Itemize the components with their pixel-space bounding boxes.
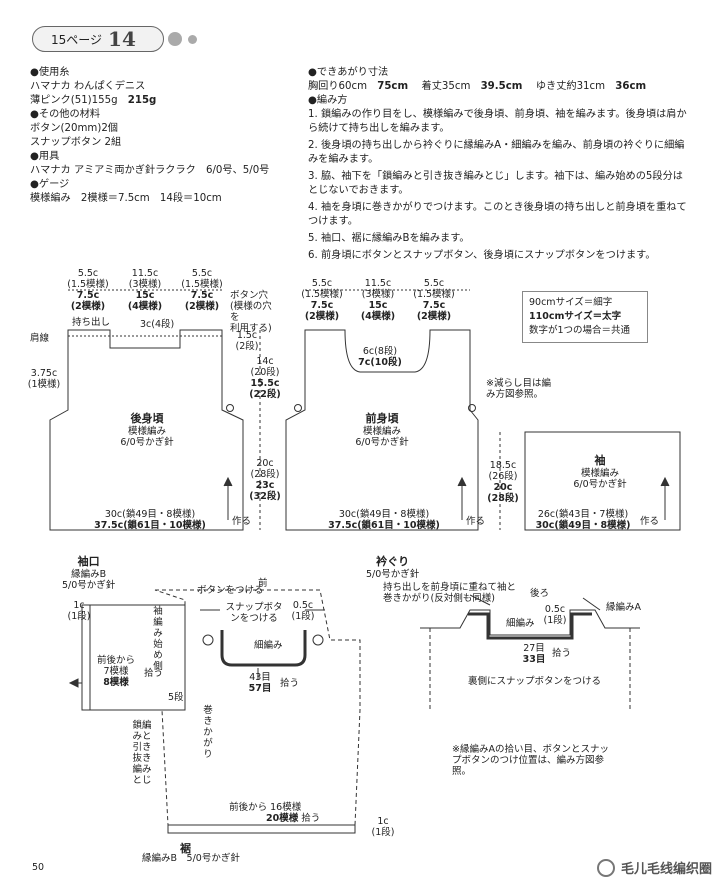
other-item-1: ボタン(20mm)2個	[30, 123, 118, 134]
back-collar-width: 0.5c(1段)	[543, 604, 567, 626]
overlap-note: 持ち出しを前身頃に重ねて袖と巻きかがり(反対側も同様)	[383, 582, 517, 604]
back-bottom-width: 30c(鎖49目・8模様)37.5c(鎖61目・10模様)	[94, 509, 206, 531]
back-hosoami-label: 細編み	[506, 618, 535, 629]
hem-width: 1c(1段)	[371, 816, 395, 838]
gauge-heading: ●ゲージ	[30, 179, 70, 190]
front-neck-depth: 6c(8段)7c(10段)	[358, 346, 402, 368]
other-heading: ●その他の材料	[30, 109, 101, 120]
cuff-pick-verb: 拾う	[144, 668, 164, 679]
page-header-pill: 15ページ 14	[32, 26, 164, 52]
snap-attach-label: スナップボタンをつける	[225, 602, 283, 624]
sleeve-height: 18.5c(26段)20c(28段)	[487, 460, 519, 504]
front-body-outline	[285, 329, 479, 531]
back-body-label: 後身頃 模様編み 6/0号かぎ針	[120, 412, 174, 448]
brand-name: 毛儿毛线编织圈	[620, 862, 712, 877]
front-center-width: 11.5c(3模様)15c(4模様)	[360, 278, 396, 322]
gauge-value: 模様編み 2模様＝7.5cm 14段＝10cm	[30, 193, 222, 204]
back-start-label: 作る	[232, 516, 252, 527]
page-label: 15ページ	[51, 32, 103, 47]
back-neck-depth: 3c(4段)	[140, 319, 175, 330]
collar-title-block: 衿ぐり 5/0号かぎ針	[366, 555, 420, 580]
hem-body-outline	[154, 589, 361, 826]
button-attach-label: ボタンをつける	[197, 585, 264, 596]
step-4: 4. 袖を身頃に巻きかがりでつけます。このとき後身頃の持ち出しと前身頃を重ねてつ…	[308, 202, 687, 227]
back-collar-pick-verb: 拾う	[552, 648, 572, 659]
front-collar-pick-verb: 拾う	[280, 678, 300, 689]
tool-heading: ●用具	[30, 151, 60, 162]
yarn-amount: 薄ピンク(51)155g 215g	[30, 95, 157, 106]
back-left-width: 5.5c(1.5模様)7.5c(2模様)	[67, 268, 109, 312]
step-2: 2. 後身頃の持ち出しから衿ぐりに縁編みA・細編みを編み、前身頃の衿ぐりに細編み…	[308, 140, 685, 165]
dim-armhole: 14c(20段)15.5c(22段)	[249, 356, 281, 400]
cuff-width: 1c(1段)	[67, 600, 91, 622]
finished-heading: ●できあがり寸法	[308, 67, 389, 78]
step-1: 1. 鎖編みの作り目をし、模様編みで後身頃、前身頃、袖を編みます。後身頃は肩から…	[308, 109, 687, 134]
hem-title: 裾	[180, 842, 191, 855]
front-bottom-width: 30c(鎖49目・8模様)37.5c(鎖61目・10模様)	[328, 509, 440, 531]
front-right-width: 5.5c(1.5模様)7.5c(2模様)	[413, 278, 455, 322]
front-left-width: 5.5c(1.5模様)7.5c(2模様)	[301, 278, 343, 322]
inner-snap-note: 裏側にスナップボタンをつける	[468, 676, 602, 687]
cuff-start-note: 袖編み始め側	[153, 606, 163, 672]
finished-values: 胸回り60cm 75cm 着丈35cm 39.5cm ゆき丈約31cm 36cm	[308, 81, 647, 92]
back-center-width: 11.5c(3模様)15c(4模様)	[127, 268, 163, 312]
toji-label: 鎖編みと引き抜き編みとじ	[132, 720, 152, 786]
brand-watermark: 毛儿毛线编织圈	[596, 858, 712, 877]
cuff-five-rows: 5段	[168, 692, 184, 703]
decrease-note: ※減らし目は編み方図参照。	[486, 378, 551, 400]
back-side-step: 3.75c(1模様)	[27, 368, 61, 390]
hem-band	[167, 824, 356, 834]
sleeve-label: 袖 模様編み 6/0号かぎ針	[573, 454, 627, 490]
back-right-width: 5.5c(1.5模様)7.5c(2模様)	[181, 268, 223, 312]
front-collar-band	[220, 630, 307, 667]
header-dot-large	[168, 32, 182, 46]
sleeve-bottom-width: 26c(鎖43目・7模様)30c(鎖49目・8模様)	[535, 509, 631, 531]
steps-list: 1. 鎖編みの作り目をし、模様編みで後身頃、前身頃、袖を編みます。後身頃は肩から…	[308, 108, 690, 266]
yarn-heading: ●使用糸	[30, 67, 70, 78]
yarn-name: ハマナカ わんぱくデニス	[30, 81, 146, 92]
front-collar-width: 0.5c(1段)	[291, 600, 315, 622]
dim-side: 20c(28段)23c(32段)	[249, 458, 281, 502]
shoulder-line-label: 肩線	[30, 333, 50, 344]
materials-block: ●使用糸 ハマナカ わんぱくデニス 薄ピンク(51)155g 215g ●その他…	[30, 66, 269, 206]
hem-sub: 縁編みB 5/0号かぎ針	[142, 853, 240, 864]
method-heading: ●編み方	[308, 95, 348, 106]
sleeve-start-label: 作る	[640, 516, 660, 527]
mochidashi-label: 持ち出し	[72, 317, 111, 328]
page-number: 50	[32, 862, 45, 873]
other-item-2: スナップボタン 2組	[30, 137, 122, 148]
step-6: 6. 前身頃にボタンとスナップボタン、後身頃にスナップボタンをつけます。	[308, 250, 656, 261]
brand-logo-icon	[596, 858, 615, 877]
cuff-title-block: 袖口 縁編みB 5/0号かぎ針	[62, 555, 116, 591]
button-hole-note: ボタン穴 (模様の穴を 利用する)	[230, 290, 272, 334]
pattern-number: 14	[108, 27, 136, 51]
front-hosoami-label: 細編み	[254, 640, 283, 651]
dim-1-5c: 1.5c(2段)	[235, 330, 259, 352]
step-5: 5. 袖口、裾に縁編みBを編みます。	[308, 233, 470, 244]
front-label: 前	[258, 578, 268, 589]
step-3: 3. 脇、袖下を「鎖編みと引き抜き編みとじ」します。袖下は、編み始めの5段分はと…	[308, 171, 683, 196]
front-body-label: 前身頃 模様編み 6/0号かぎ針	[355, 412, 409, 448]
front-start-label: 作る	[466, 516, 486, 527]
back-label: 後ろ	[530, 588, 550, 599]
back-body-outline	[49, 329, 244, 531]
tool-item: ハマナカ アミアミ両かぎ針ラクラク 6/0号、5/0号	[30, 165, 270, 176]
edging-a-label: 縁編みA	[606, 602, 641, 613]
back-collar-outline	[420, 609, 640, 636]
maki-label: 巻きかがり	[203, 705, 213, 760]
collar-note: ※縁編みAの拾い目、ボタンとスナップボタンのつけ位置は、編み方図参照。	[452, 744, 609, 777]
size-legend: 90cmサイズ＝細字 110cmサイズ＝太字 数字が1つの場合＝共通	[522, 291, 648, 343]
header-dot-small	[188, 35, 197, 44]
finished-size-block: ●できあがり寸法 胸回り60cm 75cm 着丈35cm 39.5cm ゆき丈約…	[308, 66, 646, 108]
sleeve-outline	[524, 431, 681, 531]
